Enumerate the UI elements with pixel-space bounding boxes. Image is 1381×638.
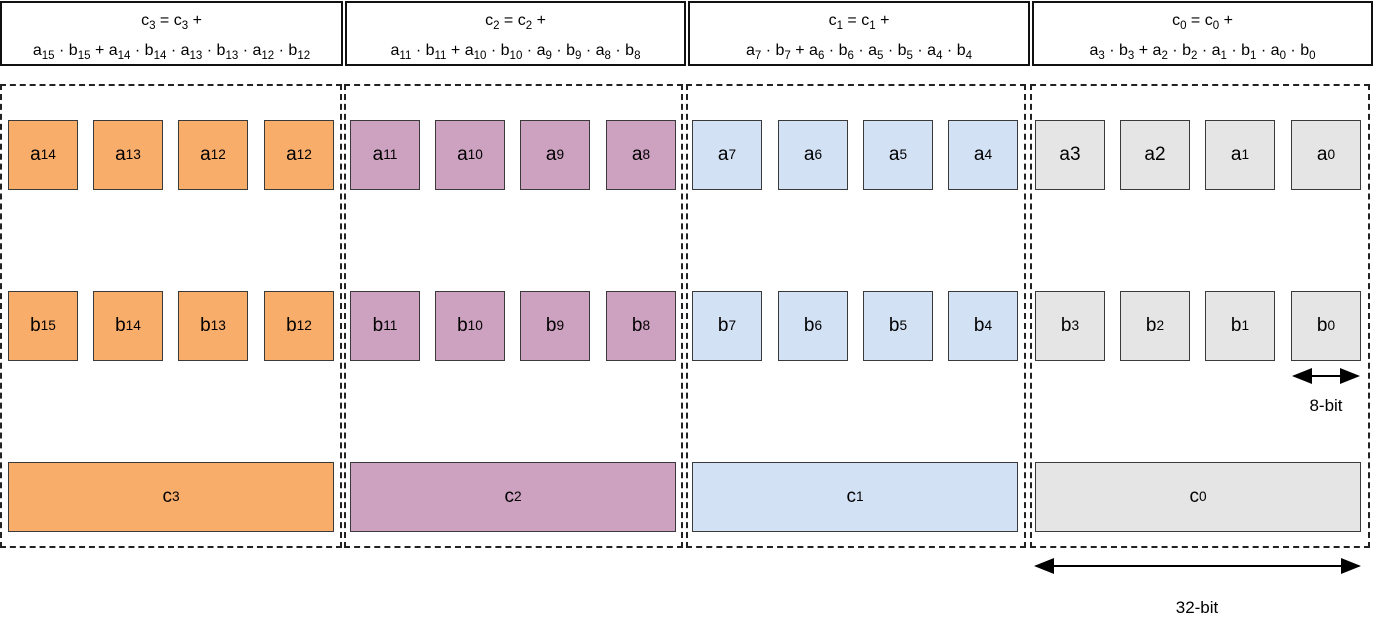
lane-boundary-c1 [686,84,1026,548]
header-equation-line1: c3 = c3 + [141,12,202,33]
lane-header-c0: c0 = c0 + a3 · b3 + a2 · b2 · a1 · b1 · … [1032,1,1373,66]
header-equation-line2: a3 · b3 + a2 · b2 · a1 · b1 · a0 · b0 [1089,42,1316,63]
lane-boundary-c2 [344,84,683,548]
register-a-cell: a3 [1035,120,1105,190]
header-equation-line2: a15 · b15 + a14 · b14 · a13 · b13 · a12 … [32,42,311,63]
lane-header-c2: c2 = c2 + a11 · b11 + a10 · b10 · a9 · b… [345,1,686,66]
header-equation-line1: c2 = c2 + [485,12,546,33]
lane-boundary-c3 [0,84,342,548]
header-equation-line1: c0 = c0 + [1172,12,1233,33]
lane-header-c3: c3 = c3 + a15 · b15 + a14 · b14 · a13 · … [0,1,343,66]
label-8-bit: 8-bit [1309,396,1343,415]
label-32-bit: 32-bit [1175,598,1219,617]
lane-boundary-c0 [1030,84,1370,548]
header-equation-line1: c1 = c1 + [828,12,890,33]
lane-header-c1: c1 = c1 + a7 · b7 + a6 · b6 · a5 · b5 · … [688,1,1030,66]
header-equation-line2: a7 · b7 + a6 · b6 · a5 · b5 · a4 · b4 [745,42,973,63]
header-equation-line2: a11 · b11 + a10 · b10 · a9 · b9 · a8 · b… [390,42,641,63]
register-a-cell: a2 [1120,120,1190,190]
